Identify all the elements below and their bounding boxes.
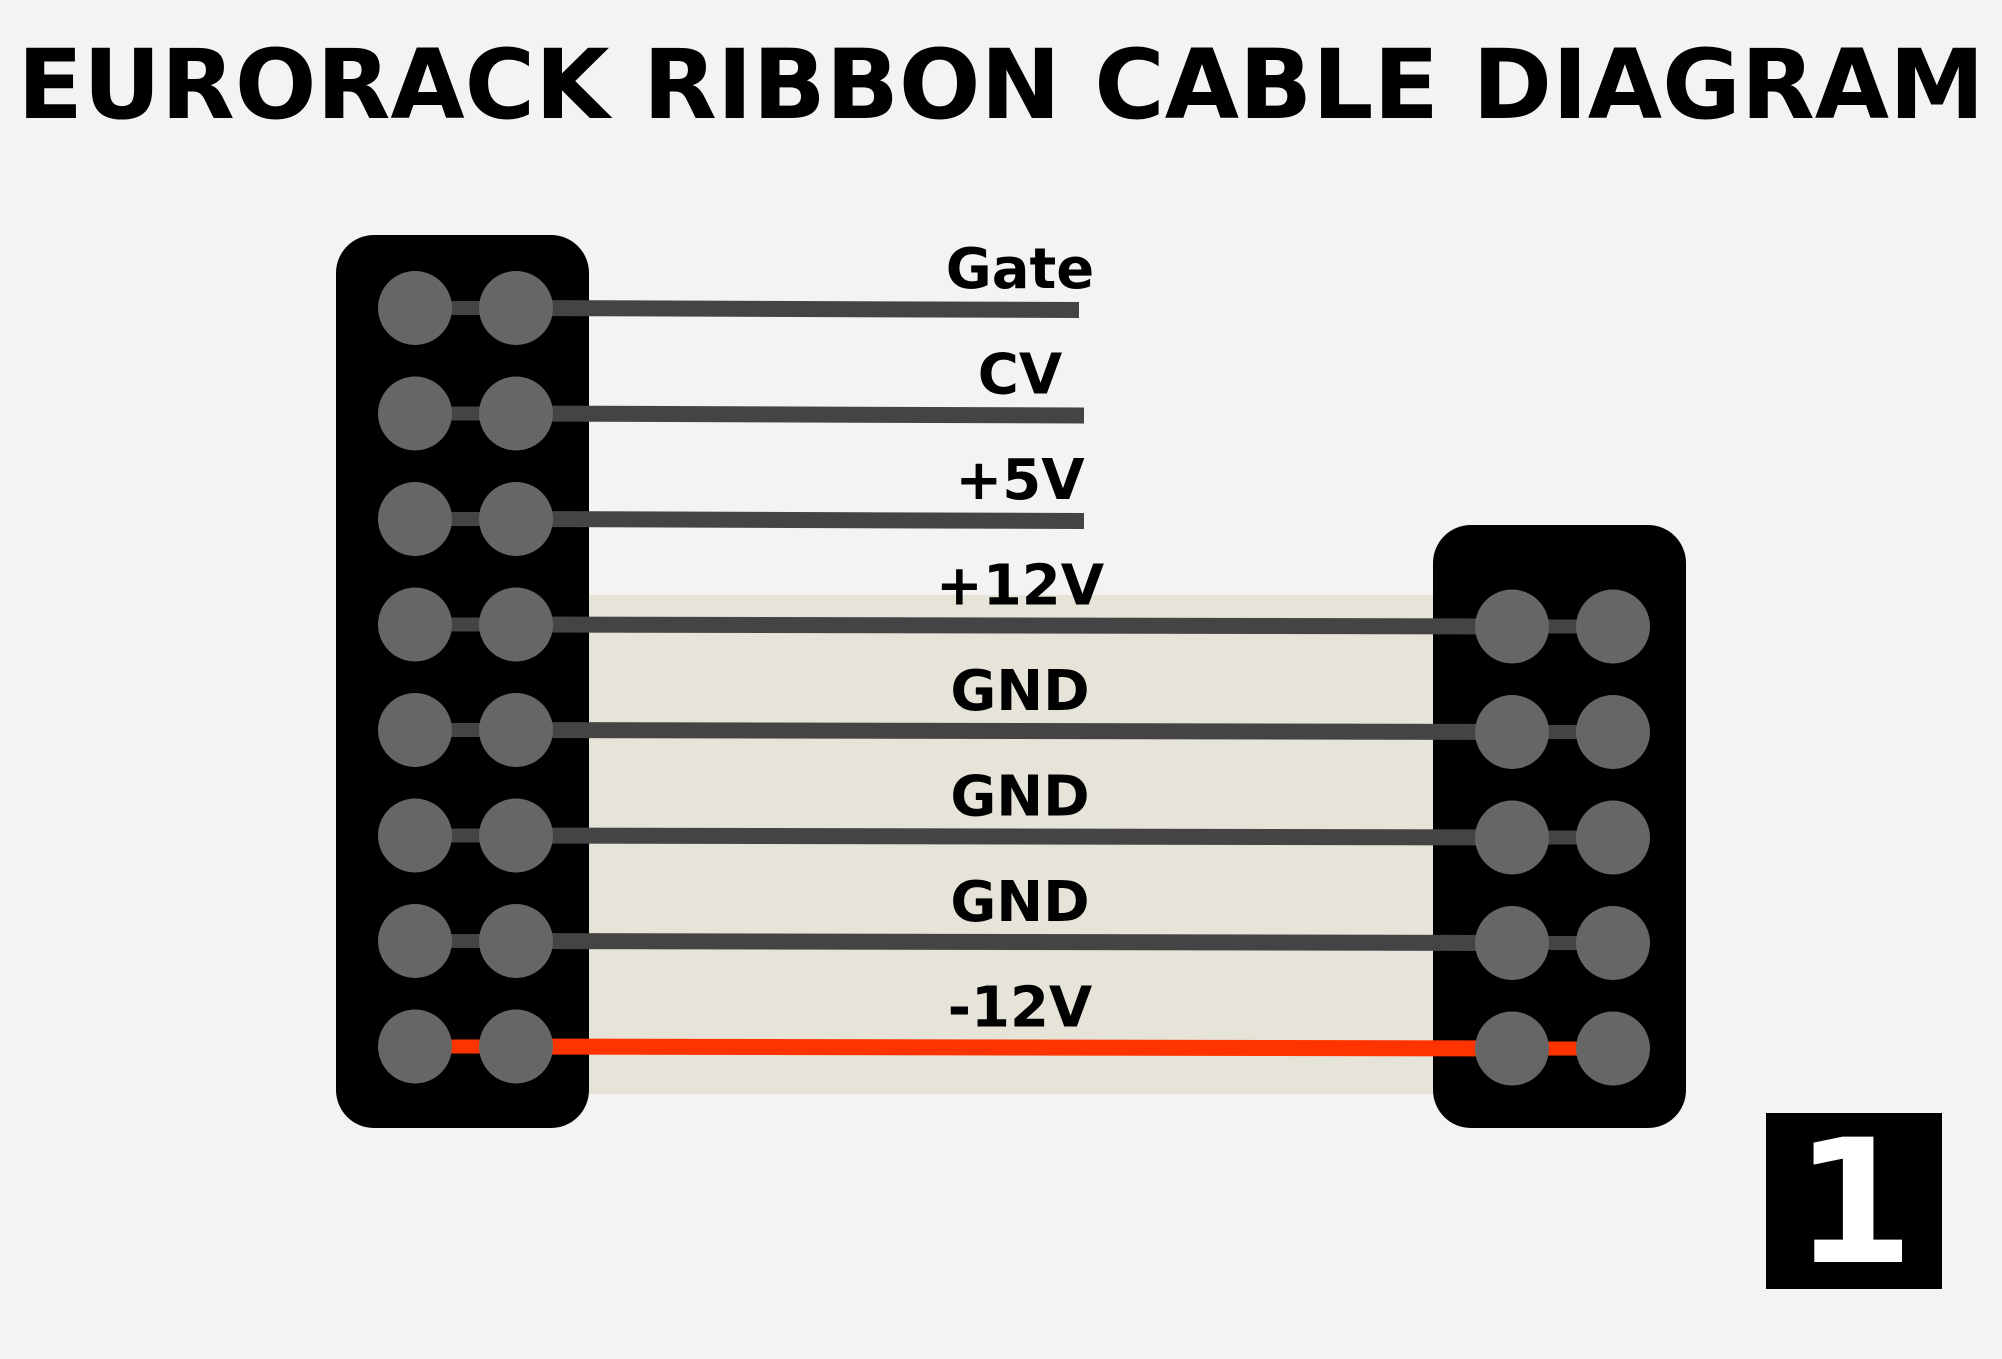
- left-connector-pin: [378, 904, 452, 978]
- left-connector: [336, 235, 589, 1128]
- ribbon-wire: [515, 933, 1513, 951]
- left-connector-pin: [378, 1009, 452, 1084]
- left-connector-pin: [479, 1009, 553, 1084]
- wire-label: GND: [950, 659, 1089, 724]
- right-connector-pin: [1576, 589, 1650, 664]
- right-connector-pin: [1475, 800, 1549, 875]
- wire-label: +5V: [955, 448, 1085, 513]
- left-connector-pin: [479, 587, 553, 662]
- wire-label: Gate: [946, 237, 1095, 302]
- diagram-title: EURORACK RIBBON CABLE DIAGRAM: [17, 29, 1984, 141]
- left-connector-pin: [479, 376, 553, 451]
- ribbon-wire: [515, 722, 1513, 740]
- ribbon-wire: [515, 616, 1513, 635]
- left-connector-pin: [378, 693, 452, 767]
- right-connector-pin: [1576, 906, 1650, 980]
- unconnected-wire: [515, 300, 1080, 318]
- ribbon-wire: [515, 827, 1513, 846]
- ribbon-wire: [515, 1038, 1513, 1057]
- step-badge-number: 1: [1794, 1102, 1914, 1303]
- right-connector-pin: [1576, 800, 1650, 875]
- right-connector-pin: [1475, 589, 1549, 664]
- right-connector-pin: [1576, 695, 1650, 769]
- left-connector-pin: [378, 482, 452, 556]
- left-connector-pin: [378, 376, 452, 451]
- pins: [378, 271, 1650, 1086]
- right-connector-pin: [1475, 906, 1549, 980]
- wire-label: GND: [950, 765, 1089, 830]
- unconnected-wire: [515, 511, 1085, 529]
- left-connector-pin: [378, 798, 452, 873]
- wire-label: -12V: [948, 976, 1093, 1041]
- left-connector-pin: [479, 482, 553, 556]
- wire-label: +12V: [936, 554, 1105, 619]
- left-connector-pin: [378, 271, 452, 345]
- wire-label: GND: [950, 870, 1089, 935]
- left-connector-pin: [479, 904, 553, 978]
- right-connector-pin: [1576, 1011, 1650, 1086]
- unconnected-wire: [515, 405, 1085, 424]
- step-badge: [1766, 1113, 1942, 1289]
- right-connector-pin: [1475, 1011, 1549, 1086]
- left-connector-pin: [479, 798, 553, 873]
- left-connector-pin: [479, 693, 553, 767]
- left-connector-pin: [479, 271, 553, 345]
- left-connector-pin: [378, 587, 452, 662]
- wire-label: CV: [978, 343, 1063, 408]
- right-connector-pin: [1475, 695, 1549, 769]
